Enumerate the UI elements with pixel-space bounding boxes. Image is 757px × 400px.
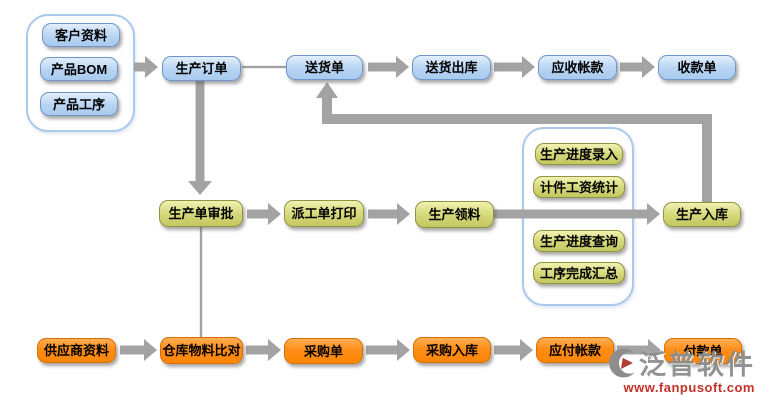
- arrow-production-order-to-approval: [188, 81, 212, 195]
- node-process-completion-summary: 工序完成汇总: [533, 262, 625, 284]
- arrow-inputs-to-production-order: [134, 56, 158, 78]
- line-approval-to-warehouse-compare: [199, 227, 203, 337]
- node-accounts-receivable: 应收帐款: [538, 55, 617, 80]
- node-production-material-requisition: 生产领料: [415, 201, 494, 228]
- line-production-inbound-feedback: [322, 97, 712, 203]
- arrow-accounts-payable-to-payment-note: [617, 339, 661, 361]
- node-progress-query: 生产进度查询: [533, 230, 625, 252]
- node-payment-note: 付款单: [664, 338, 742, 364]
- node-production-order: 生产订单: [162, 56, 241, 81]
- node-purchase-order: 采购单: [284, 338, 363, 364]
- node-progress-entry: 生产进度录入: [535, 143, 623, 165]
- arrow-supplier-to-warehouse-compare: [120, 339, 157, 361]
- arrow-work-order-print-to-material-requisition: [368, 203, 410, 225]
- arrow-purchase-order-to-purchase-inbound: [366, 339, 410, 361]
- node-receipt-note: 收款单: [658, 55, 736, 80]
- node-delivery-note: 送货单: [286, 55, 363, 80]
- node-production-order-approval: 生产单审批: [159, 200, 243, 227]
- node-delivery-outbound: 送货出库: [412, 55, 491, 80]
- arrowhead-feedback-to-delivery-note: [316, 82, 338, 98]
- node-supplier-info: 供应商资料: [37, 338, 116, 363]
- node-production-inbound: 生产入库: [663, 202, 741, 227]
- node-product-bom: 产品BOM: [40, 57, 118, 81]
- arrow-material-requisition-to-production-inbound: [494, 203, 660, 225]
- arrow-delivery-outbound-to-accounts-receivable: [494, 56, 535, 78]
- arrow-delivery-note-to-delivery-outbound: [368, 56, 409, 78]
- line-production-order-to-delivery-note: [242, 65, 286, 69]
- arrow-purchase-inbound-to-accounts-payable: [494, 339, 533, 361]
- node-purchase-inbound: 采购入库: [413, 337, 491, 363]
- arrow-approval-to-work-order-print: [247, 203, 281, 225]
- node-customer-info: 客户资料: [42, 23, 120, 47]
- arrow-warehouse-compare-to-purchase-order: [246, 339, 281, 361]
- node-piece-wage-stats: 计件工资统计: [533, 176, 625, 198]
- node-warehouse-material-compare: 仓库物料比对: [160, 337, 243, 364]
- node-work-order-print: 派工单打印: [284, 200, 364, 227]
- arrow-accounts-receivable-to-receipt-note: [620, 56, 655, 78]
- node-product-process: 产品工序: [40, 92, 118, 116]
- node-accounts-payable: 应付帐款: [536, 337, 614, 363]
